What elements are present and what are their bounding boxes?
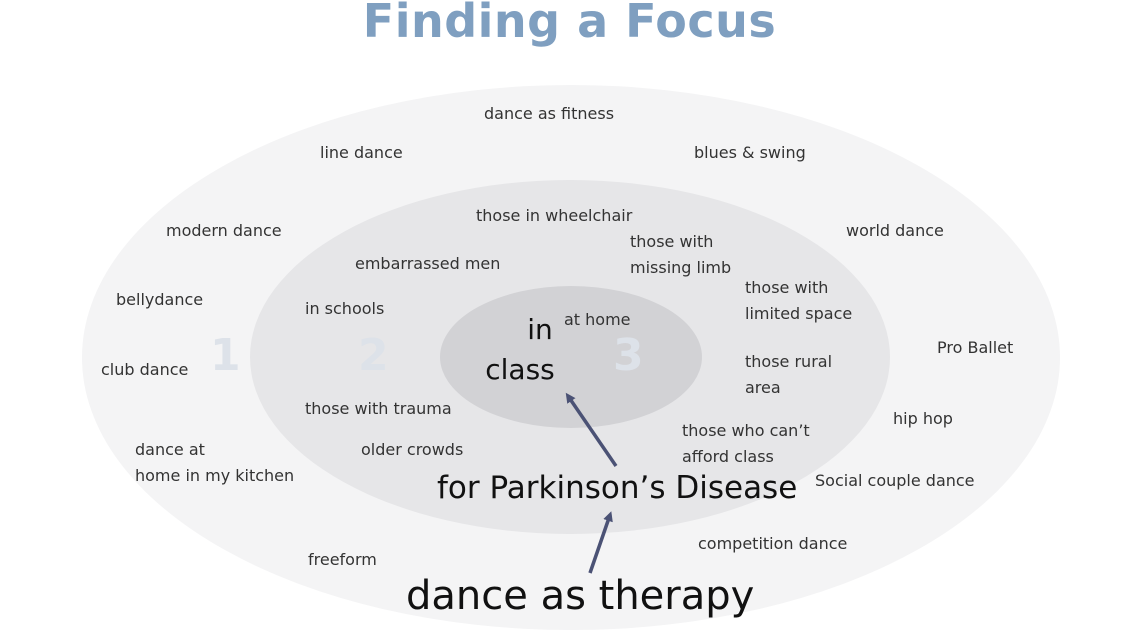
label-embarrassed-men: embarrassed men [355, 254, 501, 273]
label-in-schools: in schools [305, 299, 385, 318]
arrow-to-parkinsons [588, 511, 613, 574]
arrow-to-class [565, 392, 618, 467]
label-those-with-trauma: those with trauma [305, 399, 452, 418]
ring-number-2: 2 [358, 330, 389, 381]
label-social-couple-dance: Social couple dance [815, 471, 975, 490]
label-those-rural-1: those rural [745, 352, 833, 371]
label-those-with-limited-space-1: those with [745, 278, 829, 297]
label-those-in-wheelchair: those in wheelchair [476, 206, 633, 225]
label-those-with-missing-limb-1: those with [630, 232, 714, 251]
label-blues-swing: blues & swing [694, 143, 806, 162]
label-bellydance: bellydance [116, 290, 204, 309]
label-those-who-cant-afford-2: afford class [682, 447, 774, 466]
ring-number-3: 3 [613, 330, 644, 381]
label-those-who-cant-afford-1: those who can’t [682, 421, 810, 440]
page-title: Finding a Focus [362, 0, 777, 48]
label-dance-as-fitness: dance as fitness [484, 104, 615, 123]
label-modern-dance: modern dance [166, 221, 282, 240]
label-class: class [485, 353, 555, 386]
label-at-home: at home [564, 310, 631, 329]
label-freeform: freeform [308, 550, 377, 569]
label-dance-as-therapy: dance as therapy [406, 573, 755, 619]
label-those-rural-2: area [745, 378, 781, 397]
label-those-with-limited-space-2: limited space [745, 304, 853, 323]
inner-ring [440, 286, 702, 428]
label-those-with-missing-limb-2: missing limb [630, 258, 732, 277]
label-club-dance: club dance [101, 360, 189, 379]
label-home-in-my-kitchen: home in my kitchen [135, 466, 295, 485]
label-pro-ballet: Pro Ballet [937, 338, 1014, 357]
label-for-parkinsons-disease: for Parkinson’s Disease [437, 470, 798, 506]
label-competition-dance: competition dance [698, 534, 848, 553]
label-line-dance: line dance [320, 143, 403, 162]
ring-number-1: 1 [210, 330, 241, 381]
label-dance-at: dance at [135, 440, 205, 459]
label-world-dance: world dance [846, 221, 944, 240]
label-hip-hop: hip hop [893, 409, 953, 428]
label-older-crowds: older crowds [361, 440, 464, 459]
label-in: in [527, 313, 553, 346]
